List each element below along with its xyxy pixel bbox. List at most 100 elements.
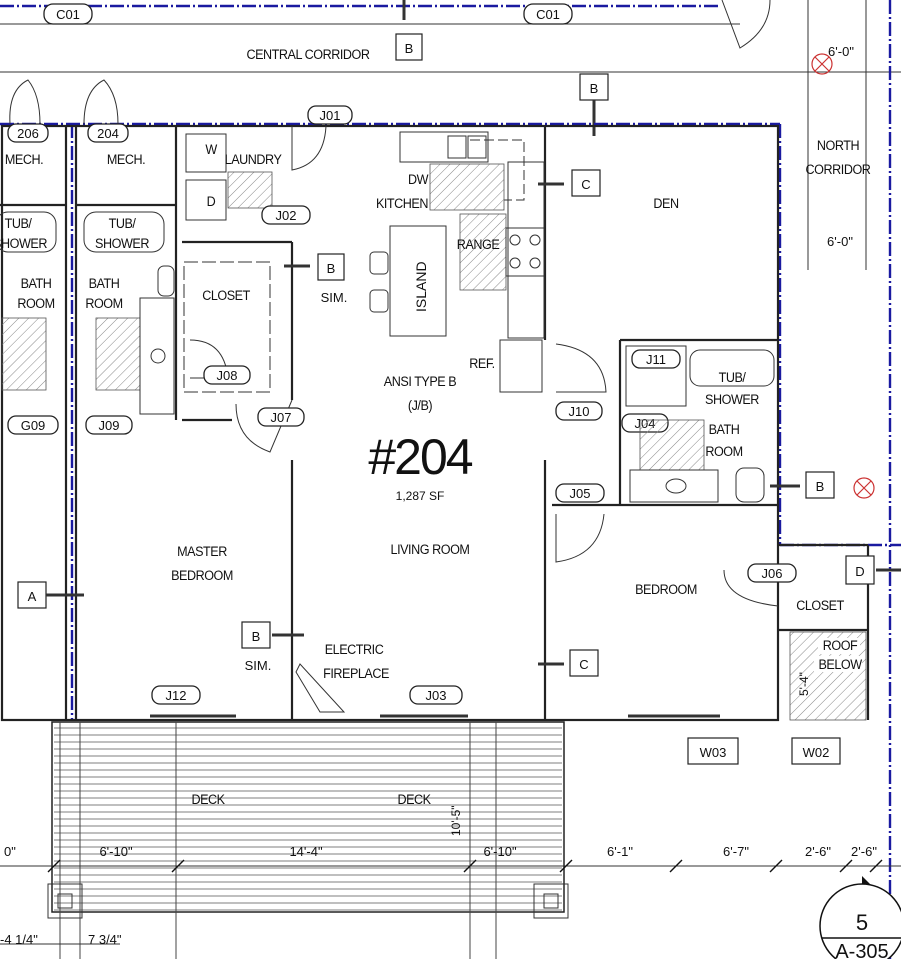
bath-b-label-1: BATH — [89, 275, 120, 291]
section-callout: 5 A-305 — [819, 876, 901, 959]
dim-seg-3: 6'-10" — [483, 844, 517, 859]
dim-seg-4: 6'-1" — [607, 844, 633, 859]
section-callout-sheet: A-305 — [835, 941, 888, 959]
door-tag-j07 — [257, 407, 305, 427]
door-tag-j03 — [409, 685, 463, 705]
sim-closet-label: SIM. — [321, 290, 348, 305]
den-bath: DEN J10 J11 TUB/ SHOWER J04 BATH ROOM B — [555, 195, 835, 503]
den-label: DEN — [653, 195, 678, 211]
dim-seg-5: 6'-7" — [723, 844, 749, 859]
deck-boards — [54, 722, 562, 959]
door-tag-j05-label: J05 — [570, 486, 591, 501]
door-tag-j11-label: J11 — [646, 352, 666, 367]
window-tag-w03 — [687, 737, 739, 765]
door-tag-206-label: 206 — [17, 126, 39, 141]
door-tag-j10-label: J10 — [569, 404, 590, 419]
bath-a-label-2: ROOM — [17, 295, 54, 311]
dimension-tick — [869, 859, 883, 873]
wall-marker-c-kitchen-label: C — [581, 177, 590, 192]
bath-b-label-2: ROOM — [85, 295, 122, 311]
roof-label-1: ROOF — [823, 637, 858, 653]
door-tag-j12 — [151, 685, 201, 705]
walls — [0, 124, 870, 722]
door-tag-j06-label: J06 — [762, 566, 783, 581]
dryer-label: D — [207, 193, 216, 209]
door-tag-j01 — [307, 105, 353, 125]
sim-fireplace-label: SIM. — [245, 658, 272, 673]
ref-label: REF. — [469, 355, 494, 371]
master-bedroom-label-2: BEDROOM — [171, 567, 233, 583]
bedroom-label: BEDROOM — [635, 581, 697, 597]
wall-marker-c-kitchen — [571, 169, 601, 197]
wall-marker-b-fireplace-label: B — [252, 629, 261, 644]
dimension-tick — [839, 859, 853, 873]
wall-marker-b-bath-label: B — [816, 479, 825, 494]
wall-marker-d-closet — [845, 555, 875, 585]
door-tag-204-label: 204 — [97, 126, 119, 141]
island-label: ISLAND — [413, 261, 429, 312]
closet-right-label: CLOSET — [796, 597, 844, 613]
dimension-ticks — [47, 859, 883, 873]
demising-lines — [0, 122, 901, 720]
unit-area: 1,287 SF — [396, 489, 445, 503]
door-tag-j08 — [203, 365, 251, 385]
door-tag-j02-label: J02 — [276, 208, 297, 223]
door-tag-j05 — [555, 483, 605, 503]
tub-shower-b-label-2: SHOWER — [95, 235, 149, 251]
dim-roof-depth: 5'-4" — [797, 672, 811, 696]
door-tag-j02 — [261, 205, 311, 225]
door-tag-j06 — [747, 563, 797, 583]
door-tag-g09 — [7, 415, 59, 435]
tub-shower-a-label-1: TUB/ — [5, 215, 33, 231]
kitchen: DW KITCHEN RANGE ISLAND REF. C — [369, 131, 601, 393]
door-tag-j11 — [631, 349, 681, 369]
door-tag-206 — [7, 123, 49, 143]
dimension-tick — [669, 859, 683, 873]
section-callout-number: 5 — [856, 910, 868, 935]
door-tag-c01-left — [43, 3, 93, 25]
tub-shower-c-label-2: SHOWER — [705, 391, 759, 407]
tub-shower-c-label-1: TUB/ — [719, 369, 747, 385]
door-tag-j08-label: J08 — [217, 368, 238, 383]
dimension-tick — [47, 859, 61, 873]
wall-marker-b-top-label: B — [590, 81, 599, 96]
dimension-tick — [171, 859, 185, 873]
laundry-closet: W D LAUNDRY J01 J02 CLOSET B SIM. J08 J0… — [183, 105, 353, 453]
deck: DECK DECK 10'-5" — [47, 721, 569, 959]
dimension-tick — [769, 859, 783, 873]
range-label: RANGE — [457, 236, 500, 252]
laundry-label: LAUNDRY — [225, 151, 282, 167]
dim-seg-7: 2'-6" — [851, 844, 877, 859]
wall-marker-c-bedroom-label: C — [579, 657, 588, 672]
fireplace-label-2: FIREPLACE — [323, 665, 389, 681]
wall-marker-b-corridor — [395, 33, 423, 61]
wall-marker-b-closet — [317, 253, 345, 281]
unit-number: #204 — [368, 429, 472, 485]
door-tag-j10 — [555, 401, 603, 421]
master-bedroom-label-1: MASTER — [177, 543, 227, 559]
door-tag-j03-label: J03 — [426, 688, 447, 703]
dimension-tick — [463, 859, 477, 873]
bath-c-label-2: ROOM — [705, 443, 742, 459]
tub-shower-a-label-2: SHOWER — [0, 235, 47, 251]
dw-label: DW — [408, 171, 429, 187]
deck-right-label: DECK — [397, 791, 431, 807]
door-tag-c01-left-label: C01 — [56, 7, 80, 22]
wall-marker-a-master — [17, 581, 47, 609]
master-bedroom: MASTER BEDROOM A B SIM. ELECTRIC FIREPLA… — [17, 543, 468, 718]
closet-left-label: CLOSET — [202, 287, 250, 303]
unit-label: ANSI TYPE B (J/B) #204 1,287 SF LIVING R… — [368, 373, 474, 557]
door-tag-c01-right — [523, 3, 573, 25]
door-tag-j01-label: J01 — [320, 108, 341, 123]
fixture-symbol-icon — [811, 53, 833, 75]
bath-c-label-1: BATH — [709, 421, 740, 437]
bedroom: J05 BEDROOM C J06 CLOSET D — [538, 483, 901, 718]
fireplace-label-1: ELECTRIC — [325, 641, 384, 657]
wall-marker-b-fireplace — [241, 621, 271, 649]
mech-204-label: MECH. — [107, 151, 145, 167]
door-tag-j12-label: J12 — [166, 688, 187, 703]
adjacent-units: 206 204 MECH. MECH. TUB/ SHOWER TUB/ SHO… — [0, 79, 175, 435]
window-tag-w02 — [791, 737, 841, 765]
